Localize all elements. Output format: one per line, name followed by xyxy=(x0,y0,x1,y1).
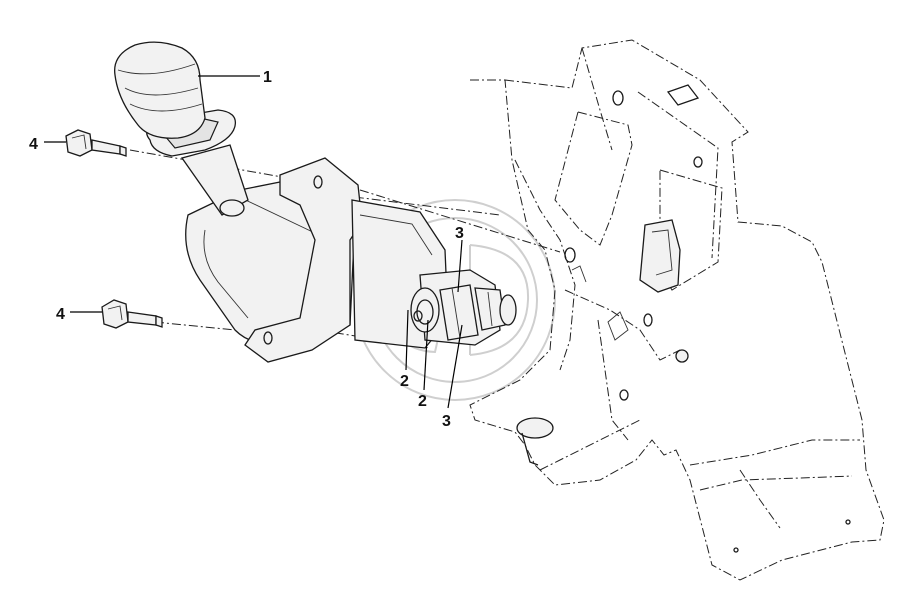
callout-3-lower: 3 xyxy=(442,413,451,430)
callout-1: 1 xyxy=(263,69,272,86)
callout-2-lower: 2 xyxy=(418,393,427,410)
callout-4-upper: 4 xyxy=(29,136,38,153)
fittings xyxy=(410,269,517,346)
leader-lines xyxy=(44,75,463,409)
callout-4-lower: 4 xyxy=(56,306,65,323)
hand-lever xyxy=(114,41,249,217)
bolt-upper xyxy=(65,129,127,157)
bolt-lower xyxy=(101,299,163,329)
callout-labels: 1 2 2 3 3 4 4 xyxy=(29,69,464,430)
callout-3-upper: 3 xyxy=(455,225,464,242)
callout-2-upper: 2 xyxy=(400,373,409,390)
mounting-bracket xyxy=(469,39,885,581)
